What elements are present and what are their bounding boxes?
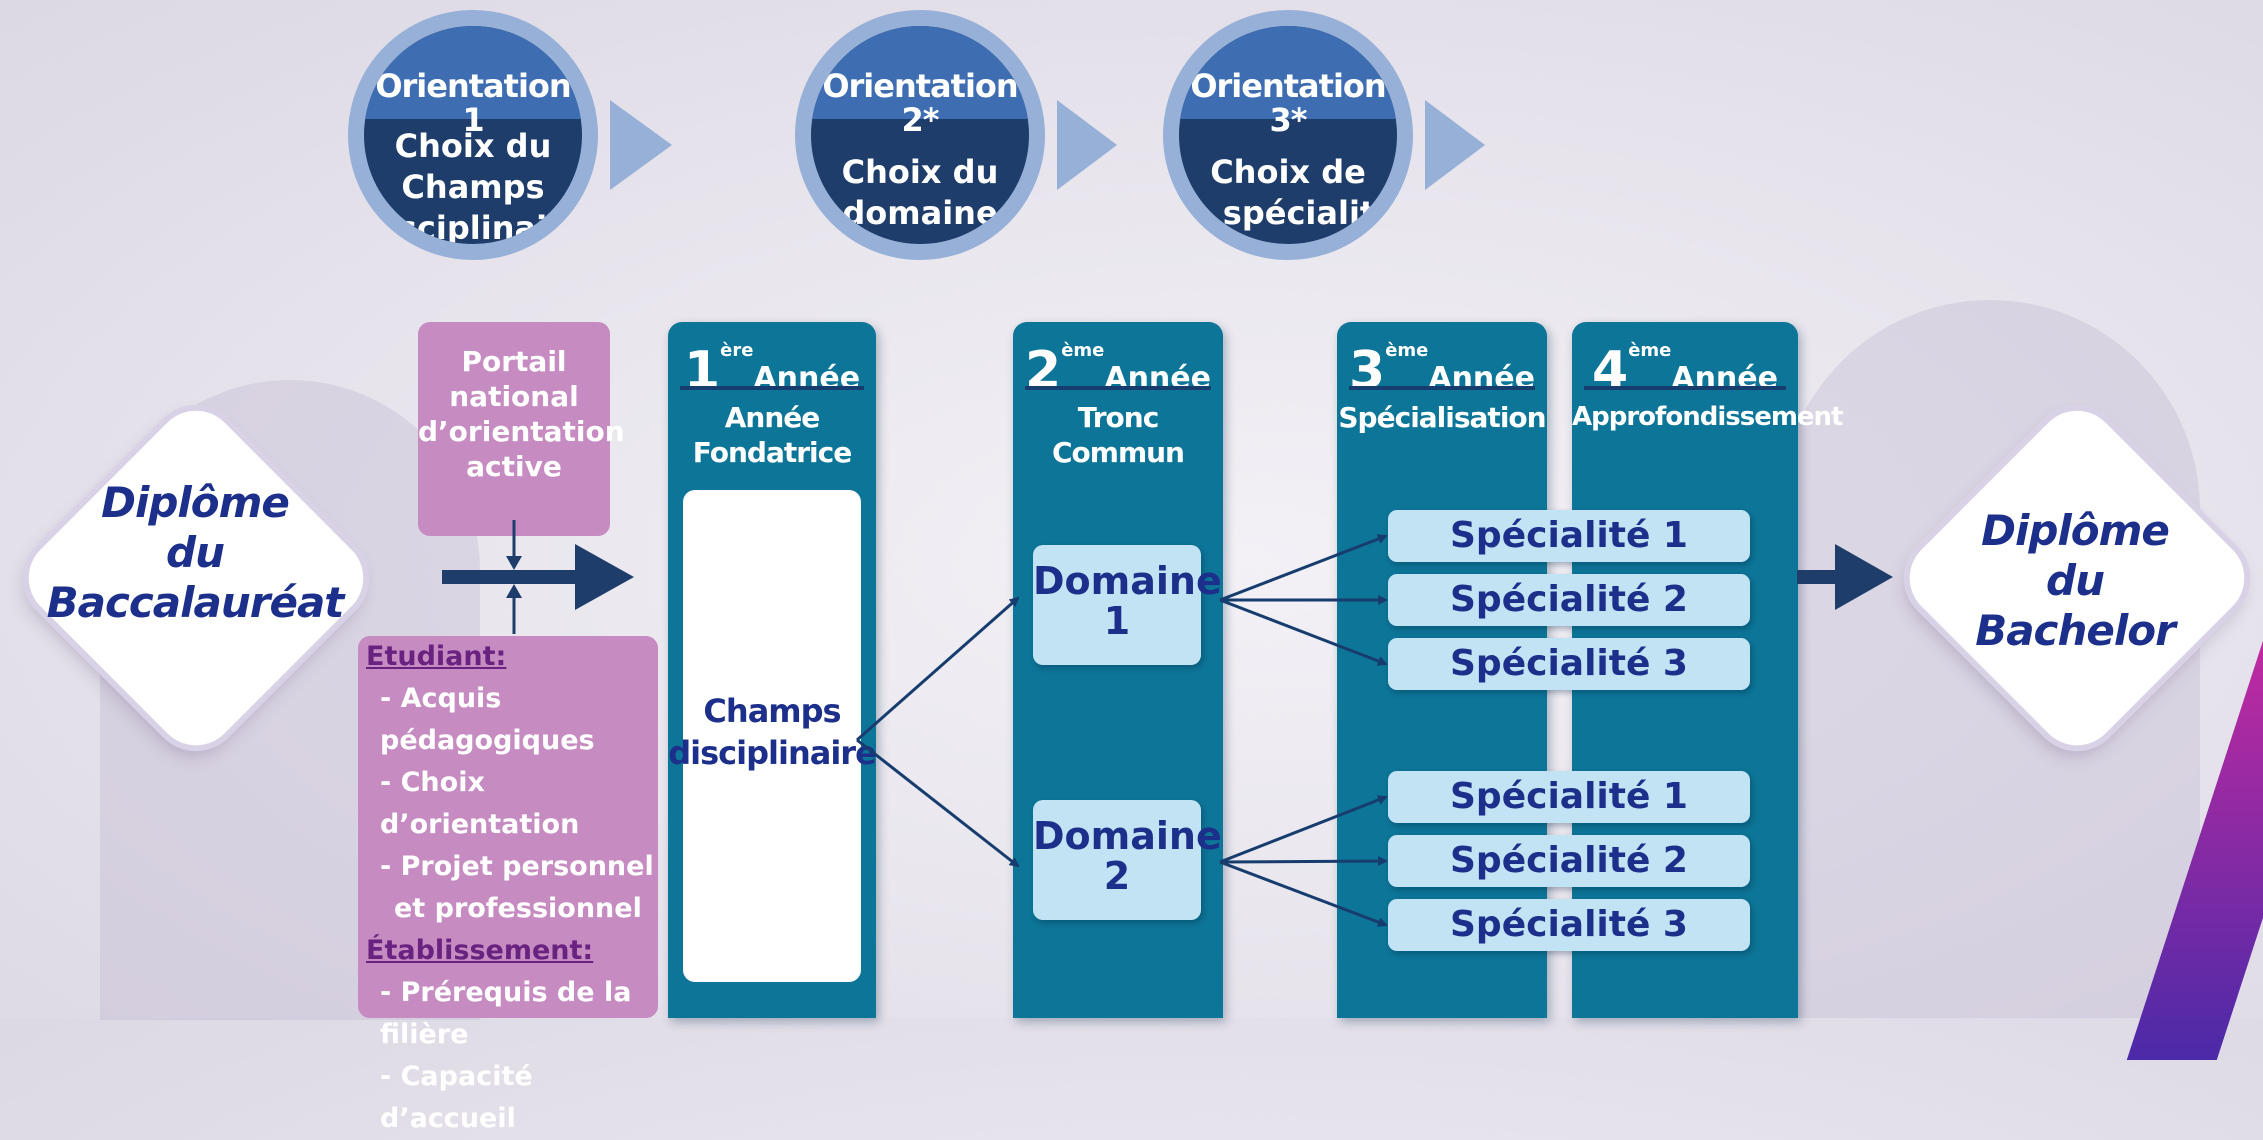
speciality-bar: Spécialité 3 [1388,638,1750,690]
orientation-line: Champs [401,168,545,206]
entry-arrow-head [575,544,634,610]
orientation-line: Choix du [841,153,999,191]
champs-disciplinaire-box [683,490,861,982]
orientation-line: Choix de [1210,153,1366,191]
criteria-item: - Projet personnel [380,851,654,882]
criteria-item: et professionnel [394,893,642,924]
criteria-item: pédagogiques [380,725,595,756]
speciality-bar: Spécialité 2 [1388,574,1750,626]
orientation-title: Orientation 3* [1190,67,1386,139]
orientation-line: la spécialité [1179,194,1397,232]
bubble-3-pointer [1425,100,1485,190]
bubble-1-pointer [610,100,672,190]
speciality-bar: Spécialité 2 [1388,835,1750,887]
school-heading: Établissement: [366,935,594,966]
entry-arrow-shaft [442,570,577,584]
connector-arrows [442,100,1893,927]
criteria-item: - Choix d’orientation [380,767,580,840]
criteria-item: - Acquis [380,683,502,714]
orientation-title: Orientation 2* [822,67,1018,139]
speciality-bar: Spécialité 1 [1388,771,1750,823]
bubble-2-pointer [1057,100,1117,190]
criteria-item: - Capacité d’accueil [380,1061,533,1134]
speciality-bar: Spécialité 1 [1388,510,1750,562]
exit-arrow-head [1835,544,1893,610]
orientation-line: domaine [842,194,998,232]
orientation-line: Choix du [394,127,552,165]
orientation-title: Orientation 1 [375,67,571,139]
exit-arrow-shaft [1797,570,1837,584]
speciality-bar: Spécialité 3 [1388,899,1750,951]
orientation-bubble-3: Orientation 3* Choix de la spécialité [1163,10,1413,260]
orientation-line: disciplinaire [364,209,585,247]
student-heading: Etudiant: [366,641,507,672]
